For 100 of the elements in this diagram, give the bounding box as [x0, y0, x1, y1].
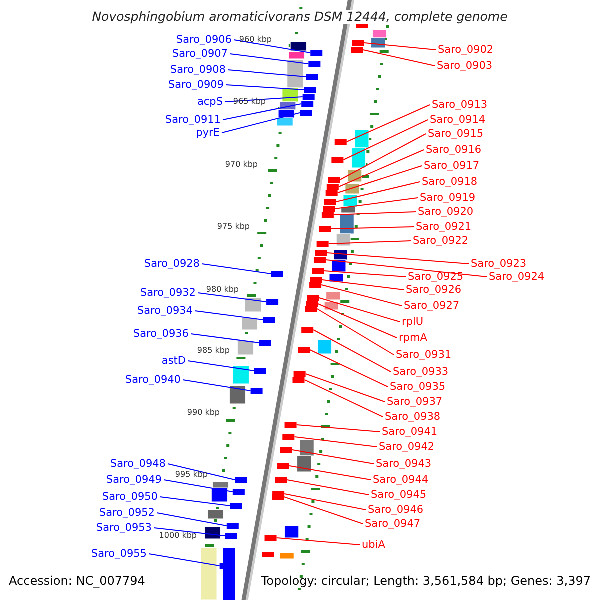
leader-line — [333, 212, 416, 216]
scale-label: 960 kbp — [239, 35, 272, 45]
gene-block — [319, 226, 332, 232]
gene-label: pyrE — [196, 126, 220, 140]
gene-block — [298, 347, 310, 353]
gene-label: Saro_0924 — [489, 270, 545, 284]
gene-label: Saro_0902 — [438, 43, 494, 57]
gene-block — [323, 206, 335, 212]
gene-label: rplU — [402, 315, 424, 329]
leader-line — [305, 374, 386, 402]
leader-line — [188, 360, 255, 372]
gene-label: Saro_0922 — [413, 234, 469, 248]
gene-label: Saro_0927 — [404, 299, 460, 313]
gene-label: Saro_0911 — [165, 113, 221, 127]
leader-line — [318, 304, 398, 338]
leader-line — [284, 494, 366, 510]
gene-block — [305, 306, 318, 312]
gene-label: Saro_0907 — [172, 47, 228, 61]
gene-label: Saro_0925 — [408, 270, 464, 284]
gene-label: Saro_0955 — [91, 547, 147, 561]
gene-block — [263, 317, 276, 323]
scale-label: 985 kbp — [197, 346, 230, 356]
leader-line — [182, 380, 252, 392]
gene-block — [264, 535, 277, 541]
gene-label: Saro_0926 — [406, 283, 462, 297]
gene-label: Saro_0952 — [99, 506, 155, 520]
scale-label: 995 kbp — [175, 470, 208, 480]
gene-label: Saro_0941 — [382, 425, 438, 439]
gene-label: Saro_0936 — [133, 327, 189, 341]
leader-line — [310, 350, 388, 388]
gene-label: acpS — [197, 95, 223, 109]
gene-label: Saro_0942 — [379, 440, 435, 454]
gene-label: ubiA — [362, 538, 386, 552]
leader-line — [228, 70, 307, 78]
gene-label: Saro_0928 — [144, 257, 200, 271]
gene-block — [294, 371, 306, 377]
gene-block — [284, 422, 297, 428]
gene-block — [308, 61, 321, 67]
gene-block — [328, 177, 340, 183]
gene-label: Saro_0949 — [106, 473, 162, 487]
leader-line — [148, 554, 220, 566]
gene-label: Saro_0915 — [428, 127, 484, 141]
footer-text: Accession: NC_007794 — [9, 574, 146, 588]
leader-line — [362, 50, 436, 66]
leader-line — [340, 134, 426, 180]
gene-block — [272, 494, 284, 500]
gene-block — [314, 257, 326, 263]
leader-line — [318, 298, 400, 322]
gene-label: Saro_0945 — [371, 488, 427, 502]
gene-block — [292, 377, 305, 383]
gene-block — [225, 533, 238, 539]
leader-line — [364, 42, 436, 50]
gene-block — [324, 199, 336, 205]
leader-line — [222, 112, 300, 134]
gene-block — [307, 295, 320, 301]
leader-line — [316, 308, 394, 356]
leader-line — [324, 270, 406, 278]
gene-label: Saro_0903 — [437, 59, 493, 73]
leader-line — [334, 198, 418, 210]
gene-block — [282, 434, 295, 440]
gene-label: Saro_0918 — [422, 175, 478, 189]
leader-line — [284, 496, 364, 524]
leader-line — [292, 450, 374, 464]
gene-label: Saro_0953 — [96, 521, 152, 535]
gene-label: Saro_0948 — [110, 457, 166, 471]
leader-line — [325, 260, 488, 278]
gene-block — [235, 477, 248, 483]
leader-line — [289, 466, 372, 480]
gene-label: Saro_0914 — [430, 113, 486, 127]
gene-label: Saro_0935 — [390, 380, 446, 394]
gene-block — [226, 523, 239, 529]
gene-block — [250, 388, 263, 394]
leader-line — [321, 284, 402, 306]
leader-line — [304, 380, 384, 418]
leader-line — [286, 480, 370, 496]
gene-label: Saro_0931 — [396, 348, 452, 362]
leader-line — [337, 166, 422, 194]
gene-label: Saro_0906 — [176, 33, 232, 47]
gene-block — [302, 327, 314, 333]
gene-label: Saro_0923 — [471, 257, 527, 271]
scale-label: 1000 kbp — [159, 531, 197, 541]
leader-line — [194, 310, 264, 320]
leader-line — [296, 424, 380, 432]
gene-block — [326, 184, 339, 190]
gene-block — [322, 212, 334, 218]
gene-block — [280, 447, 292, 453]
leader-line — [198, 292, 268, 302]
scale-label: 990 kbp — [187, 408, 220, 418]
gene-block — [310, 282, 322, 288]
gene-label: Saro_0916 — [426, 143, 482, 157]
gene-block — [302, 101, 314, 107]
leader-line — [346, 104, 430, 142]
scale-label: 975 kbp — [217, 222, 250, 232]
gene-label: Saro_0950 — [102, 490, 158, 504]
gene-block — [334, 139, 347, 145]
leader-line — [168, 464, 236, 480]
gene-block — [310, 50, 323, 56]
leader-line — [230, 54, 310, 64]
gene-label: Saro_0934 — [137, 304, 193, 318]
gene-block — [254, 368, 266, 374]
